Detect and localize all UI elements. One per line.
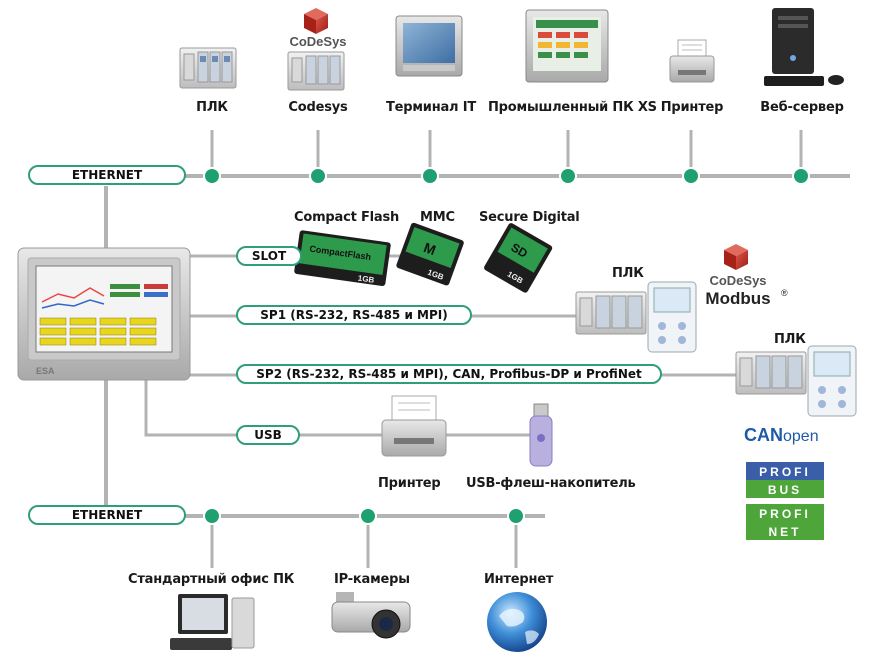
sp2-plc-label: ПЛК [774, 332, 806, 347]
sp1-plc-label: ПЛК [612, 266, 644, 281]
sp2-pill: SP2 (RS-232, RS-485 и MPI), CAN, Profibu… [236, 364, 662, 384]
terminal-icon [395, 15, 463, 77]
canopen-logo-bold: CAN [744, 425, 783, 445]
bus-node [359, 507, 377, 525]
usb-line [144, 380, 540, 437]
printer-top-icon [669, 39, 715, 83]
hmi-brand: ESA [36, 366, 55, 376]
bus-node [421, 167, 439, 185]
bus-node [203, 167, 221, 185]
profinet-logo: PROFI NET [746, 504, 824, 540]
secure-digital-label: Secure Digital [479, 210, 580, 225]
profibus-top-text: PROFI [759, 465, 811, 479]
mmc-card-icon: M 1GB [396, 222, 464, 286]
slot-pill: SLOT [236, 246, 302, 266]
mmc-label: MMC [420, 210, 455, 225]
plc-icon [179, 47, 237, 89]
office-pc-label: Стандартный офис ПК [128, 572, 295, 587]
top-ethernet-pill: ETHERNET [28, 165, 186, 185]
sp1-pill: SP1 (RS-232, RS-485 и MPI) [236, 305, 472, 325]
usb-flash-label: USB-флеш-накопитель [466, 476, 636, 491]
internet-label: Интернет [484, 572, 554, 587]
sp1-plc-icon [575, 291, 647, 335]
codesys-right-logo: CoDeSys [709, 273, 766, 288]
profibus-bottom-text: BUS [768, 483, 802, 497]
mmc-face-text: M [422, 239, 438, 258]
bus-node [309, 167, 327, 185]
bus-node [559, 167, 577, 185]
compact-flash-size: 1GB [357, 274, 375, 285]
sp2-plc-icon [735, 351, 807, 395]
industrial-pc-icon [525, 9, 609, 83]
office-pc-icon [170, 594, 255, 650]
printer-usb-icon [381, 395, 447, 457]
top-ethernet-bus [185, 130, 850, 178]
plc-label: ПЛК [196, 100, 228, 115]
printer-top-label: Принтер [660, 100, 724, 115]
compact-flash-card-icon: CompactFlash 1GB [294, 230, 391, 286]
modbus-registered-mark: ® [781, 288, 788, 298]
canopen-logo: CANopen [744, 425, 819, 445]
bottom-ethernet-pill: ETHERNET [28, 505, 186, 525]
codesys-label: Codesys [288, 100, 348, 115]
codesys-plc-icon [287, 51, 345, 91]
compact-flash-label: Compact Flash [294, 210, 400, 225]
usb-pill: USB [236, 425, 300, 445]
industrial-pc-label: Промышленный ПК XS [488, 100, 657, 115]
sp1-panel-icon [647, 281, 697, 353]
profinet-bottom-text: NET [769, 525, 802, 539]
sp2-panel-icon [807, 345, 857, 417]
sd-card-icon: SD 1GB [484, 223, 553, 293]
bus-node [682, 167, 700, 185]
web-server-icon [764, 8, 844, 86]
codesys-right-cube-icon [724, 244, 748, 270]
top-bus-nodes [203, 167, 810, 185]
bus-node [507, 507, 525, 525]
hmi-panel-icon [17, 247, 191, 381]
usb-flash-icon [529, 403, 553, 467]
bus-node [792, 167, 810, 185]
terminal-it-label: Терминал IT [385, 100, 477, 115]
codesys-top-logo: CoDeSys [289, 34, 346, 49]
web-server-label: Веб-сервер [760, 100, 844, 115]
profinet-top-text: PROFI [759, 507, 811, 521]
codesys-cube-icon [304, 8, 328, 34]
modbus-logo: Modbus [705, 289, 770, 308]
bus-node [203, 507, 221, 525]
printer-usb-label: Принтер [378, 476, 441, 491]
ip-camera-icon [331, 592, 411, 639]
internet-globe-icon [487, 592, 547, 652]
ip-cameras-label: IP-камеры [334, 572, 410, 587]
canopen-logo-light: open [783, 428, 819, 445]
profibus-logo: PROFI BUS [746, 462, 824, 498]
bottom-bus-nodes [203, 507, 525, 525]
